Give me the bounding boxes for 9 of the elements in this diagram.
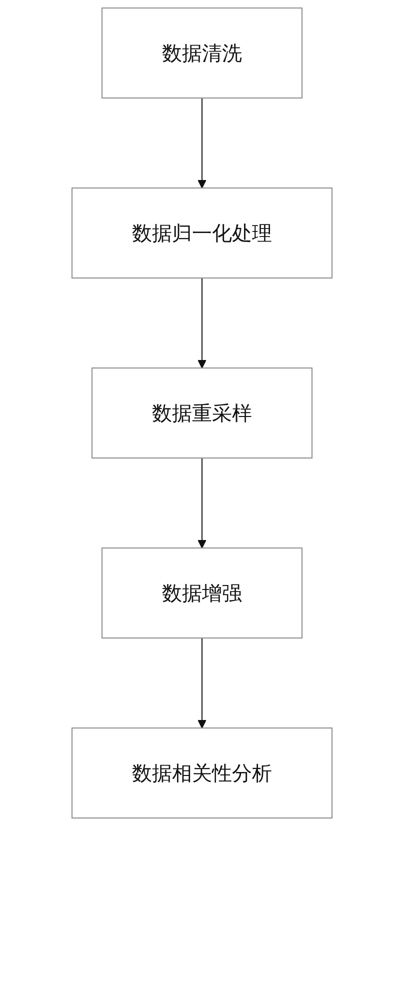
node-box: 数据增强 (101, 548, 302, 638)
node-box: 数据重采样 (91, 368, 312, 458)
node-box: 数据归一化处理 (71, 188, 332, 278)
arrow (197, 458, 206, 548)
arrow (197, 98, 206, 188)
arrow (197, 638, 206, 728)
arrow (197, 278, 206, 368)
node-box: 数据清洗 (101, 8, 302, 98)
node-box: 数据相关性分析 (71, 728, 332, 818)
